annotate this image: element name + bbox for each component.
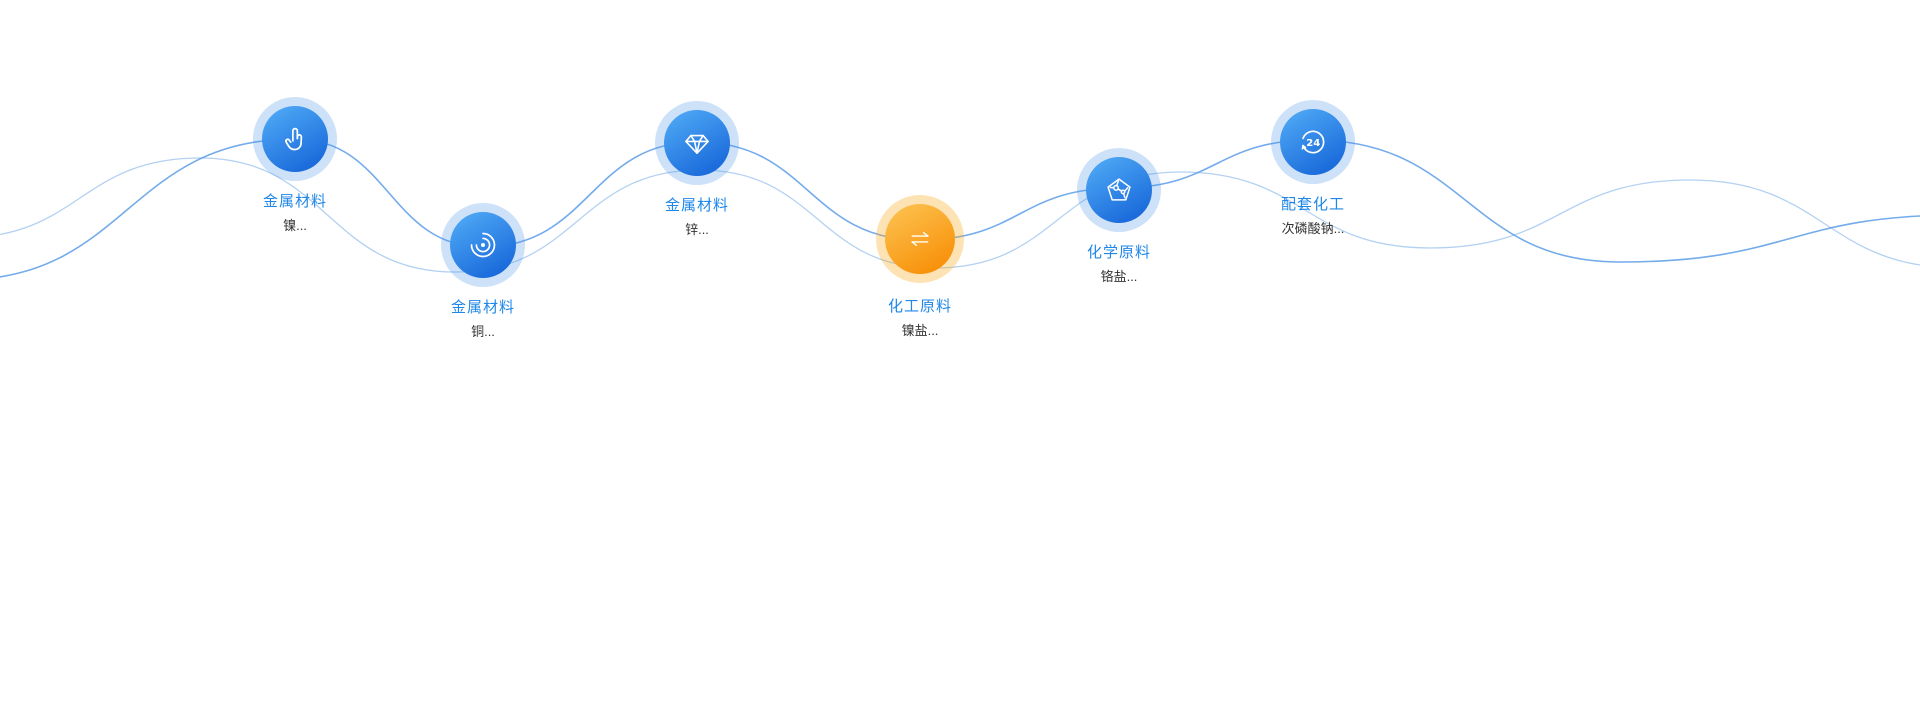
pentagon-molecule-icon: [1107, 178, 1131, 201]
category-circle: [885, 204, 955, 274]
tap-icon: [285, 127, 303, 151]
category-node-metal-zinc[interactable]: 金属材料 锌...: [612, 101, 782, 239]
category-circle-halo: [253, 97, 337, 181]
category-subtitle: 锌...: [685, 222, 709, 237]
category-label: 金属材料: [664, 197, 729, 214]
category-node-chemical-chromium-salt[interactable]: 化学原料 铬盐...: [1034, 148, 1204, 286]
category-subtitle: 铬盐...: [1100, 269, 1138, 284]
category-circle-halo: [655, 101, 739, 185]
category-node-supporting-chemical[interactable]: 24 配套化工 次磷酸钠...: [1228, 100, 1398, 238]
category-label: 化学原料: [1086, 244, 1151, 261]
diamond-icon: [685, 134, 709, 154]
category-subtitle: 铜...: [471, 324, 495, 339]
category-circle-halo: [441, 203, 525, 287]
category-circle: [450, 212, 516, 278]
category-node-metal-nickel[interactable]: 金属材料 镍...: [210, 97, 380, 235]
category-subtitle: 次磷酸钠...: [1281, 221, 1345, 236]
category-circle: [664, 110, 730, 176]
category-circle-halo: [1077, 148, 1161, 232]
category-label: 配套化工: [1280, 196, 1345, 213]
category-circle: [262, 106, 328, 172]
radar-icon: [470, 232, 496, 258]
category-circle-halo: [876, 195, 964, 283]
exchange-arrows-icon: [911, 231, 929, 247]
category-node-metal-copper[interactable]: 金属材料 铜...: [398, 203, 568, 341]
category-circle-halo: 24: [1271, 100, 1355, 184]
category-subtitle: 镍...: [283, 218, 307, 233]
category-label: 化工原料: [887, 298, 952, 315]
category-label: 金属材料: [450, 299, 515, 316]
24-hour-text: 24: [1306, 138, 1320, 149]
category-circle: [1086, 157, 1152, 223]
category-label: 金属材料: [262, 193, 327, 210]
category-subtitle: 镍盐...: [901, 323, 939, 338]
category-node-chemical-nickel-salt[interactable]: 化工原料 镍盐...: [835, 195, 1005, 340]
24-hour-icon: 24: [1301, 130, 1325, 154]
category-circle: 24: [1280, 109, 1346, 175]
